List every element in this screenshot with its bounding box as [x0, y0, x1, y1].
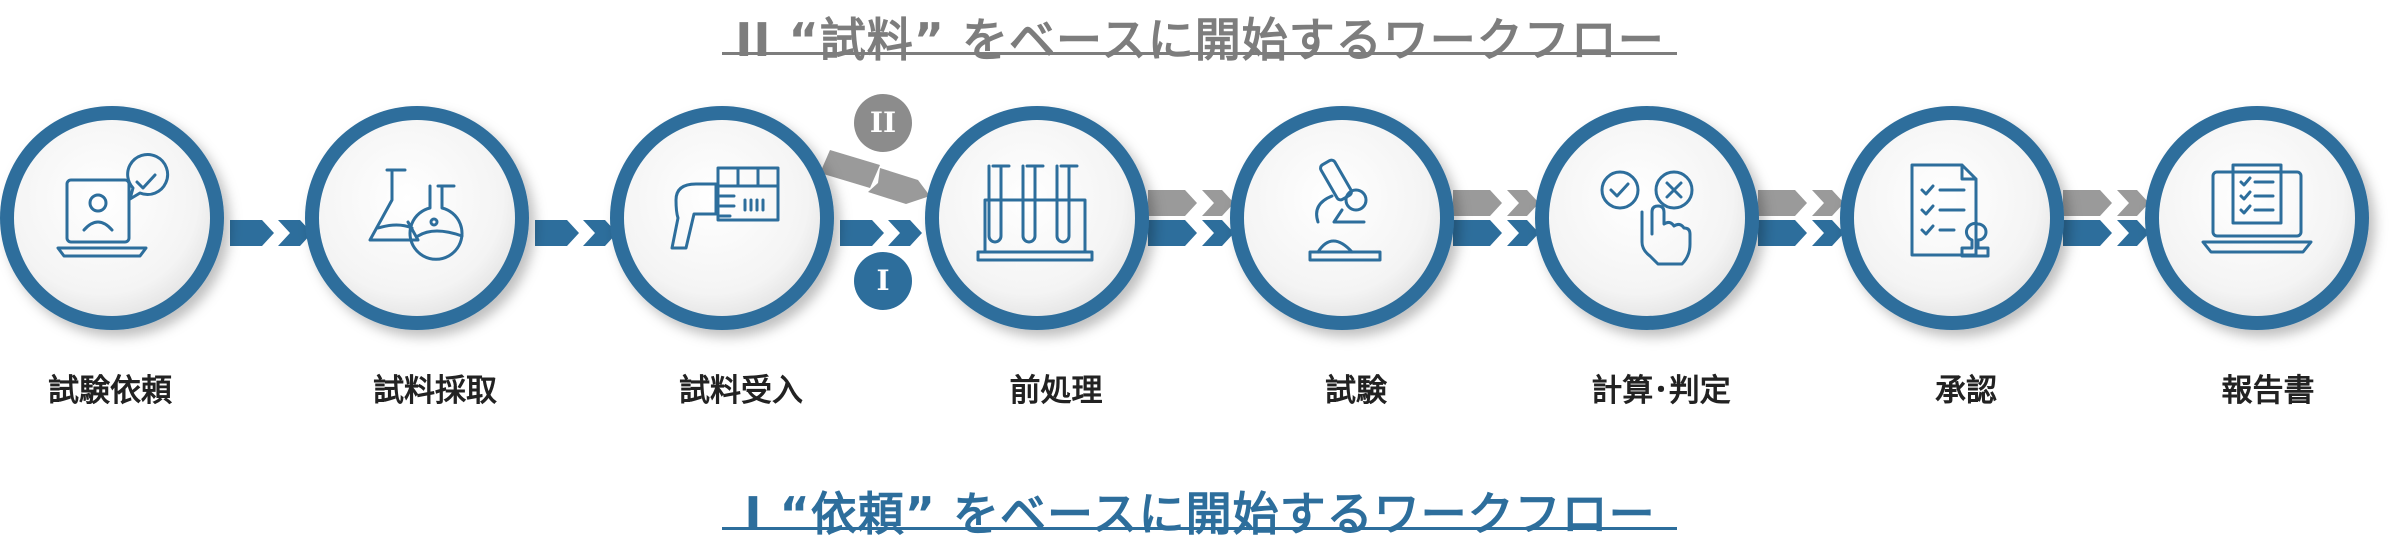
step-circle-6: [1535, 106, 1759, 330]
connector-7-8: [2063, 190, 2149, 246]
step-circle-5: [1230, 106, 1454, 330]
step-label-4: 前処理: [1009, 373, 1103, 409]
step-circle-4: [925, 106, 1149, 330]
barcode-scanner-box-icon: [670, 166, 780, 250]
lab-flasks-icon: [368, 168, 464, 261]
connector-3-4-blue: [840, 220, 922, 246]
connector-3-4-gray: [820, 150, 930, 204]
workflow-i-badge: I: [854, 252, 912, 310]
microscope-icon: [1308, 158, 1382, 262]
step-circle-1: [0, 106, 224, 330]
step-label-8: 報告書: [2221, 373, 2315, 409]
connector-1-2: [230, 220, 312, 246]
step-label-7: 承認: [1935, 373, 1997, 409]
workflow-title-request-based: I “依頼” をベースに開始するワークフロー: [744, 487, 1656, 541]
step-circle-2: [305, 106, 529, 330]
connector-6-7: [1758, 190, 1844, 246]
step-label-1: 試験依頼: [48, 373, 172, 409]
title-underline-bottom: [722, 527, 1677, 530]
connector-4-5: [1148, 190, 1234, 246]
step-circle-7: [1840, 106, 2064, 330]
step-label-2: 試料採取: [373, 373, 497, 409]
connector-5-6: [1453, 190, 1539, 246]
step-label-3: 試料受入: [679, 373, 803, 409]
step-circle-3: [610, 106, 834, 330]
connector-2-3: [535, 220, 617, 246]
title-underline-top: [722, 52, 1677, 55]
laptop-person-check-icon: [56, 153, 170, 258]
step-circle-8: [2145, 106, 2369, 330]
workflow-title-sample-based: II “試料” をベースに開始するワークフロー: [735, 13, 1665, 67]
laptop-checklist-icon: [2201, 163, 2313, 254]
workflow-ii-badge: II: [854, 94, 912, 152]
document-stamp-icon: [1910, 163, 1990, 258]
hand-check-cross-icon: [1600, 170, 1694, 266]
step-label-5: 試験: [1325, 373, 1387, 409]
step-label-6: 計算･判定: [1591, 373, 1731, 409]
test-tubes-rack-icon: [976, 164, 1094, 262]
